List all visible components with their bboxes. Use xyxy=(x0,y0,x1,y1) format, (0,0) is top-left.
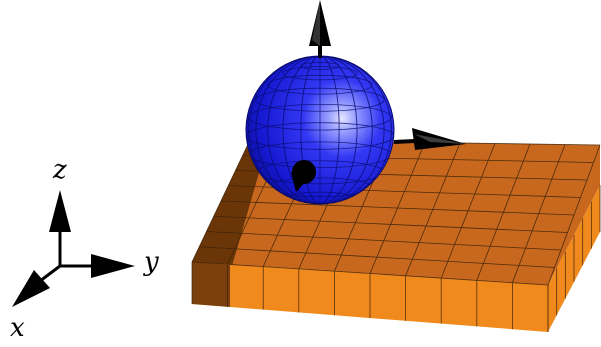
axis-triad: z y x xyxy=(10,155,159,343)
plate-front-left-face xyxy=(192,262,230,307)
z-axis-label: z xyxy=(52,155,67,185)
horizontal-arrow-icon xyxy=(393,128,466,150)
x-axis-arrow-icon xyxy=(12,264,61,307)
sphere-mesh xyxy=(246,56,394,204)
plate xyxy=(191,139,601,332)
z-axis-arrow-icon xyxy=(49,190,71,266)
plate-grid xyxy=(191,139,601,332)
y-axis-arrow-icon xyxy=(60,254,135,278)
plate-top-left-strip xyxy=(192,140,268,266)
front-arrow-icon xyxy=(291,160,316,192)
vertical-arrow-icon xyxy=(309,0,331,58)
sphere xyxy=(245,55,395,205)
y-axis-label: y xyxy=(143,247,159,277)
x-axis-label: x xyxy=(10,313,25,343)
